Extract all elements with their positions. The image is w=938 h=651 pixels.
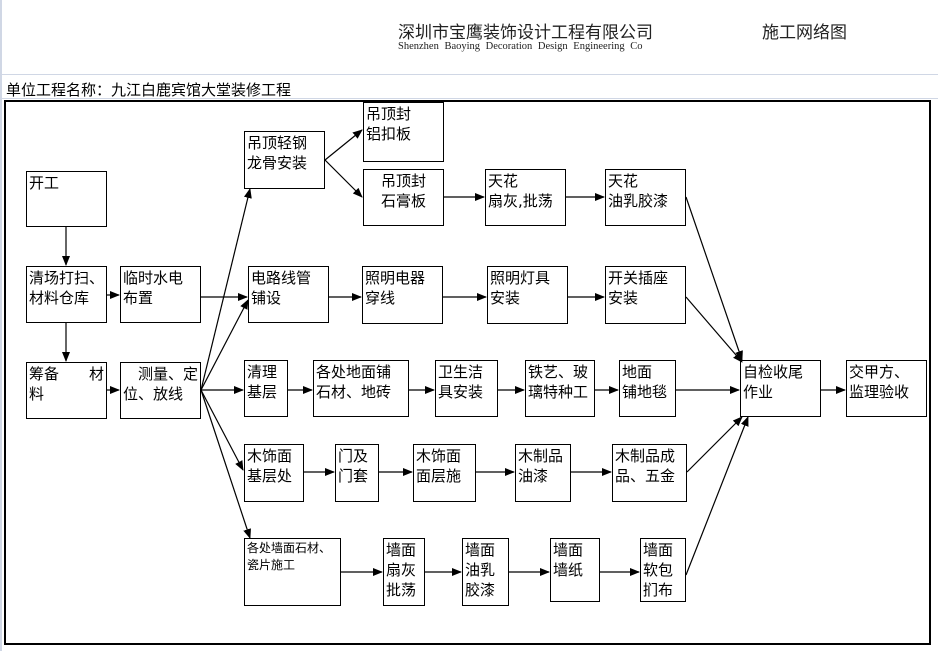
node-ceiling-gypsum: 吊顶封 石膏板 bbox=[363, 169, 444, 226]
arrow-survey-to-wood-base bbox=[200, 389, 244, 471]
node-start: 开工 bbox=[26, 171, 107, 227]
node-doors: 门及 门套 bbox=[335, 444, 379, 502]
node-wood-paint: 木制品 油漆 bbox=[515, 444, 571, 502]
node-prepare-materials: 筹备 材 料 bbox=[26, 362, 107, 419]
grid-line-project bbox=[0, 98, 938, 99]
arrow-keel-to-aluminum bbox=[324, 129, 363, 161]
node-wood-finished: 木制品成 品、五金 bbox=[612, 444, 687, 502]
node-survey: 测量、定 位、放线 bbox=[120, 362, 201, 419]
node-wall-latex: 墙面 油乳 胶漆 bbox=[462, 538, 509, 606]
node-wood-base: 木饰面 基层处 bbox=[244, 444, 304, 502]
node-wall-plaster: 墙面 扇灰 批荡 bbox=[383, 538, 425, 606]
diagram-frame bbox=[4, 100, 931, 645]
company-name-cn: 深圳市宝鹰装饰设计工程有限公司 bbox=[398, 23, 653, 43]
node-carpet: 地面 铺地毯 bbox=[619, 360, 676, 417]
node-temp-utilities: 临时水电 布置 bbox=[120, 266, 201, 323]
node-base-cleanup: 清理 基层 bbox=[244, 360, 288, 417]
arrow-survey-to-ceiling-keel bbox=[200, 188, 252, 391]
arrow-wood-finished-to-self-check bbox=[686, 416, 743, 473]
node-self-check: 自检收尾 作业 bbox=[740, 360, 821, 417]
node-acceptance: 交甲方、 监理验收 bbox=[846, 360, 927, 417]
arrow-survey-to-wiring bbox=[200, 299, 249, 391]
arrow-survey-to-wall-stone bbox=[200, 389, 251, 539]
node-ceiling-aluminum: 吊顶封 铝扣板 bbox=[363, 102, 444, 162]
diagram-title: 施工网络图 bbox=[762, 23, 847, 43]
node-wiring: 电路线管 铺设 bbox=[248, 266, 329, 323]
node-ironwork-glass: 铁艺、玻 璃特种工 bbox=[525, 360, 595, 417]
arrow-soft-pack-to-self-check bbox=[685, 416, 749, 576]
arrow-keel-to-gypsum bbox=[324, 159, 363, 198]
node-soft-pack: 墙面 软包 扪布 bbox=[640, 538, 686, 602]
arrow-switch-to-self-check bbox=[685, 296, 743, 363]
node-wall-stone: 各处墙面石材、 瓷片施工 bbox=[244, 538, 341, 606]
project-name-label: 单位工程名称：九江白鹿宾馆大堂装修工程 bbox=[6, 81, 292, 99]
node-ceiling-keel: 吊顶轻钢 龙骨安装 bbox=[244, 131, 325, 189]
node-switch-socket: 开关插座 安装 bbox=[605, 266, 686, 324]
node-floor-stone: 各处地面铺 石材、地砖 bbox=[313, 360, 409, 417]
arrow-ceiling-paint-to-self-check bbox=[685, 196, 743, 361]
node-wood-surface: 木饰面 面层施 bbox=[413, 444, 476, 502]
node-lamp-install: 照明灯具 安装 bbox=[487, 266, 568, 324]
grid-line-top bbox=[0, 74, 938, 75]
node-sanitary: 卫生洁 具安装 bbox=[435, 360, 498, 417]
company-name-en: Shenzhen Baoying Decoration Design Engin… bbox=[398, 41, 643, 52]
node-cleanup: 清场打扫、 材料仓库 bbox=[26, 266, 107, 323]
grid-left-border bbox=[0, 0, 2, 651]
node-ceiling-plaster: 天花 扇灰,批荡 bbox=[485, 169, 566, 226]
node-lighting-wiring: 照明电器 穿线 bbox=[362, 266, 443, 324]
node-wallpaper: 墙面 墙纸 bbox=[550, 538, 600, 602]
node-ceiling-paint: 天花 油乳胶漆 bbox=[605, 169, 686, 226]
